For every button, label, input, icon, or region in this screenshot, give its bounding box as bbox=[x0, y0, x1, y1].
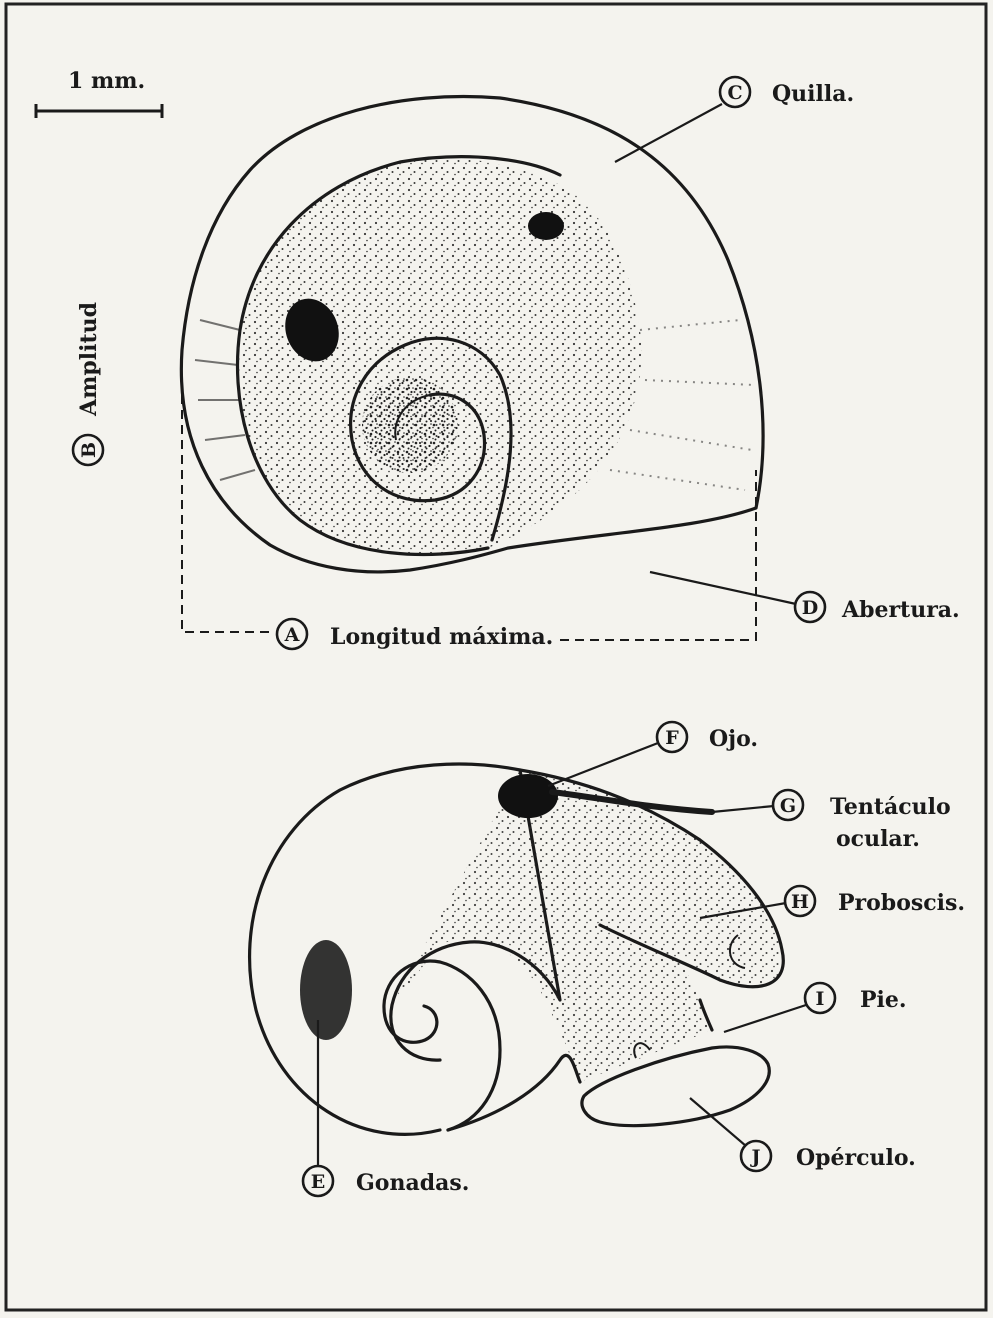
letter-h: H bbox=[791, 891, 809, 913]
eye bbox=[498, 774, 558, 818]
gonads-mark bbox=[300, 940, 352, 1040]
label-f-group: F Ojo. bbox=[548, 722, 758, 786]
label-gonadas: Gonadas. bbox=[356, 1170, 469, 1196]
length-guide bbox=[560, 470, 756, 640]
letter-e: E bbox=[311, 1171, 325, 1193]
scale-bar-label: 1 mm. bbox=[68, 68, 145, 94]
letter-b: B bbox=[78, 442, 100, 458]
label-quilla: Quilla. bbox=[772, 81, 854, 107]
label-e-group: E Gonadas. bbox=[303, 1020, 469, 1196]
label-ojo: Ojo. bbox=[709, 726, 758, 752]
letter-g: G bbox=[780, 795, 796, 817]
leader-ojo bbox=[548, 743, 658, 786]
leader-tentaculo bbox=[712, 806, 774, 812]
shell-drawing bbox=[181, 97, 763, 572]
label-amplitud: Amplitud bbox=[76, 302, 102, 417]
label-longitud-maxima: Longitud máxima. bbox=[330, 624, 553, 650]
label-g-group: G Tentáculo ocular. bbox=[712, 790, 951, 852]
label-a-group: A Longitud máxima. bbox=[277, 619, 553, 650]
body-drawing bbox=[250, 764, 784, 1134]
letter-d: D bbox=[802, 597, 818, 619]
label-i-group: I Pie. bbox=[724, 983, 907, 1032]
label-tentaculo: Tentáculo bbox=[830, 794, 951, 820]
label-c-group: C Quilla. bbox=[615, 77, 854, 162]
shell-spot bbox=[528, 212, 564, 240]
letter-a: A bbox=[284, 624, 300, 646]
label-proboscis: Proboscis. bbox=[838, 890, 965, 916]
label-ocular: ocular. bbox=[836, 826, 920, 852]
label-b-group: B Amplitud bbox=[73, 302, 103, 465]
label-j-group: J Opérculo. bbox=[690, 1098, 916, 1171]
leader-abertura bbox=[650, 572, 796, 604]
scale-bar: 1 mm. bbox=[36, 68, 162, 118]
letter-c: C bbox=[727, 82, 742, 104]
label-pie: Pie. bbox=[860, 987, 907, 1013]
letter-j: J bbox=[750, 1146, 761, 1168]
leader-pie bbox=[724, 1005, 806, 1032]
label-d-group: D Abertura. bbox=[650, 572, 960, 623]
leader-quilla bbox=[615, 104, 722, 162]
label-abertura: Abertura. bbox=[841, 597, 960, 623]
label-operculo: Opérculo. bbox=[796, 1145, 916, 1171]
letter-f: F bbox=[665, 727, 679, 749]
letter-i: I bbox=[816, 988, 825, 1010]
